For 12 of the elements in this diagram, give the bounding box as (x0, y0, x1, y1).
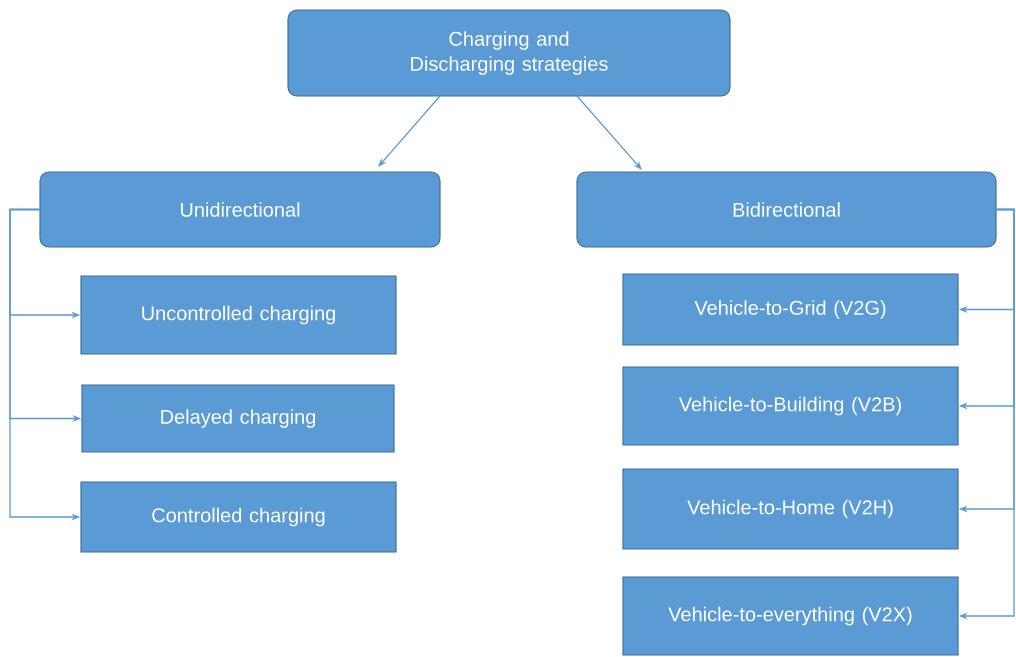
strategy-box: Charging and Discharging strategies (287, 9, 731, 97)
arrow (576, 95, 642, 170)
category-box: Bidirectional (576, 171, 997, 248)
strategy-box: Vehicle-to-everything (V2X) (622, 576, 959, 656)
strategy-box: Vehicle-to-Home (V2H) (622, 468, 959, 550)
strategy-box: Vehicle-to-Grid (V2G) (622, 273, 959, 346)
strategy-box: Uncontrolled charging (80, 275, 397, 355)
arrow (378, 95, 441, 167)
category-box: Unidirectional (39, 171, 441, 248)
strategy-box: Controlled charging (80, 481, 397, 553)
strategy-box: Delayed charging (81, 384, 395, 453)
strategy-box: Vehicle-to-Building (V2B) (622, 366, 959, 446)
